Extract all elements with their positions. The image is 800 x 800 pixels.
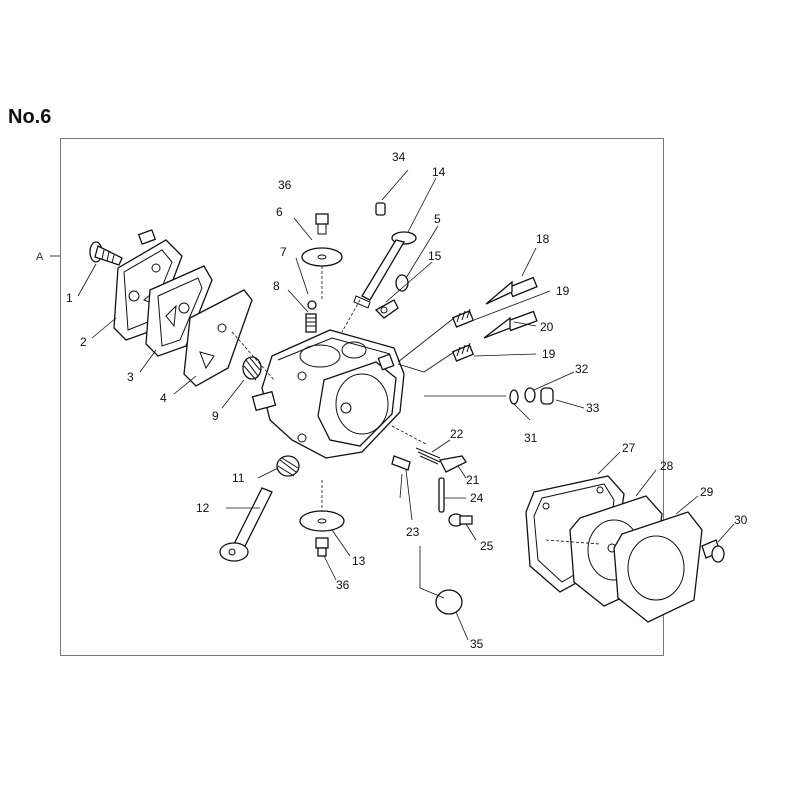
needle-20 (483, 310, 538, 339)
diagram-frame (60, 138, 664, 656)
oring-32 (524, 387, 536, 403)
callout-3: 3 (127, 370, 134, 384)
callout-12: 12 (196, 501, 210, 515)
spring-22 (415, 447, 441, 465)
callout-19-upper: 19 (556, 284, 570, 298)
callout-23: 23 (406, 525, 420, 539)
callout-19-lower: 19 (542, 347, 556, 361)
oring-31 (509, 389, 519, 405)
callout-6: 6 (276, 205, 283, 219)
callout-15: 15 (428, 249, 442, 263)
plate-13 (299, 510, 345, 532)
callout-25: 25 (480, 539, 494, 553)
filter-screen-9 (242, 356, 262, 381)
callout-31: 31 (524, 431, 538, 445)
callout-34: 34 (392, 150, 406, 164)
callout-9: 9 (212, 409, 219, 423)
gasket-3 (145, 265, 213, 357)
spring-8 (305, 313, 317, 333)
callout-27: 27 (622, 441, 636, 455)
callout-32: 32 (575, 362, 589, 376)
callout-leader-lines (77, 169, 735, 641)
callout-20: 20 (540, 320, 554, 334)
spring-19b (451, 342, 475, 362)
callout-11: 11 (232, 471, 245, 485)
spring-11 (276, 455, 300, 477)
screw-30 (701, 539, 725, 563)
spring-19a (451, 308, 475, 328)
cap-35 (435, 589, 463, 615)
callout-14: 14 (432, 165, 446, 179)
lever-21 (439, 455, 467, 473)
diaphragm-plate-4 (183, 289, 253, 387)
washer-6 (301, 247, 343, 267)
screw-36-bottom (315, 537, 329, 557)
ball-7 (307, 300, 317, 310)
lever-15 (374, 299, 399, 319)
callout-1: 1 (66, 291, 73, 305)
choke-shaft-12 (219, 487, 273, 562)
pin-24 (438, 477, 445, 513)
callout-4: 4 (160, 391, 167, 405)
callout-28: 28 (660, 459, 674, 473)
callout-7: 7 (280, 245, 287, 259)
callout-36-top: 36 (278, 178, 292, 192)
callout-30: 30 (734, 513, 748, 527)
callout-35: 35 (470, 637, 484, 651)
diagram-title: No.6 (8, 106, 52, 128)
callout-5: 5 (434, 212, 441, 226)
sleeve-34 (375, 202, 386, 216)
callout-33: 33 (586, 401, 600, 415)
inlet-needle-23 (391, 455, 411, 471)
callout-8: 8 (273, 279, 280, 293)
callout-24: 24 (470, 491, 484, 505)
assembly-centerlines (231, 266, 601, 545)
callout-22: 22 (450, 427, 464, 441)
callout-18: 18 (536, 232, 550, 246)
cap-33 (540, 387, 554, 405)
screw-25 (448, 513, 473, 527)
callout-2: 2 (80, 335, 87, 349)
cover-29 (613, 511, 703, 623)
callout-29: 29 (700, 485, 714, 499)
screw-36-top (315, 213, 329, 235)
needle-18 (485, 276, 538, 305)
throttle-shaft-14 (353, 231, 417, 309)
callout-21: 21 (466, 473, 480, 487)
callout-36-bottom: 36 (336, 578, 350, 592)
callout-13: 13 (352, 554, 366, 568)
frame-marker-a: A (36, 251, 44, 263)
carburetor-body (251, 329, 405, 459)
screw-1 (89, 241, 123, 266)
